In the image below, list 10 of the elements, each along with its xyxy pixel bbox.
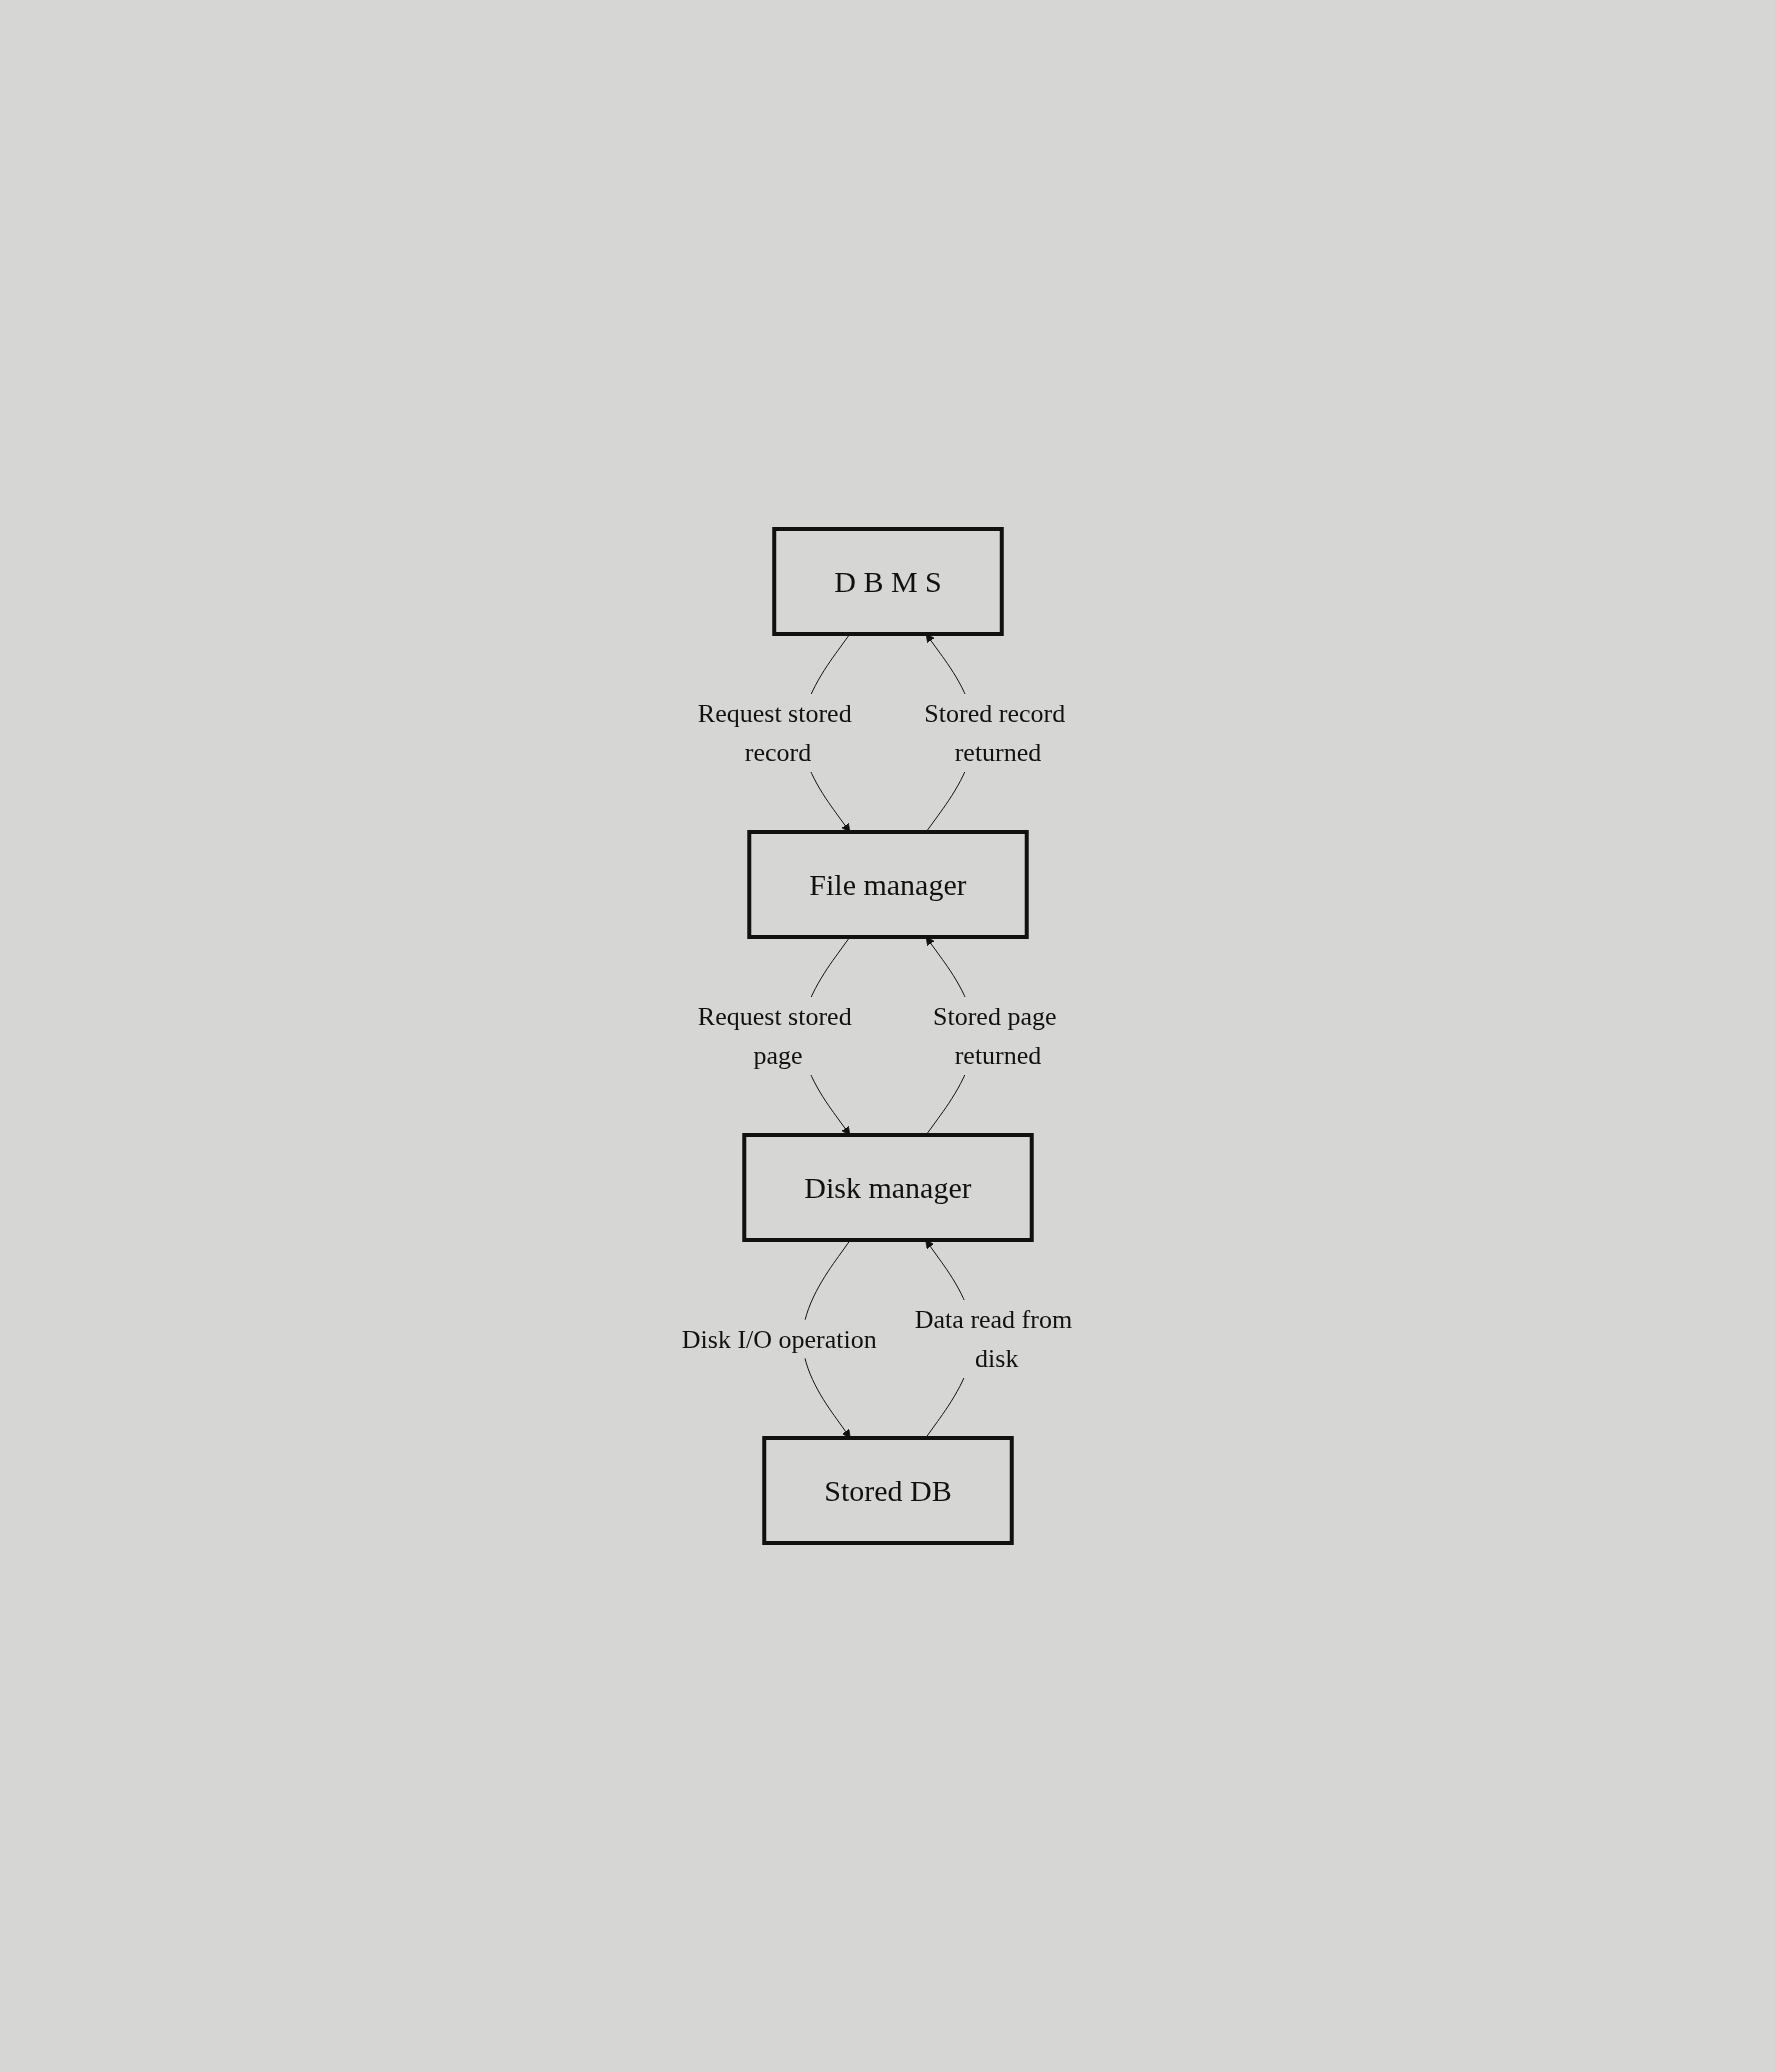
node-box: Stored DB [761, 1436, 1014, 1545]
edge-label: Disk I/O operation [681, 1324, 877, 1354]
node-box: D B M S [771, 527, 1004, 636]
edge-label: Request stored page [697, 1002, 852, 1070]
edge-label: Stored page returned [932, 1002, 1056, 1070]
edge-label: Request stored record [697, 699, 852, 767]
edge-label: Data read from disk [914, 1305, 1072, 1373]
edge-label: Stored record returned [923, 699, 1065, 767]
node-box: Disk manager [741, 1133, 1034, 1242]
node-box: File manager [746, 830, 1029, 939]
